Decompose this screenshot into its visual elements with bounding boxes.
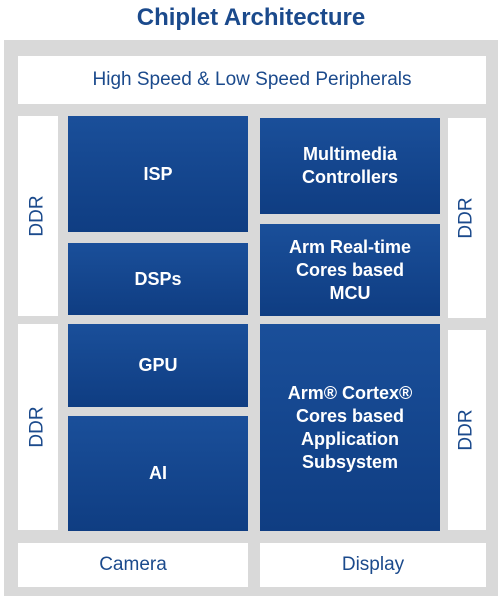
ddr-left-bottom: DDR [18, 324, 58, 530]
application-subsystem-label: Arm® Cortex® Cores based Application Sub… [287, 382, 413, 472]
realtime-mcu-block: Arm Real-time Cores based MCU [260, 224, 440, 316]
isp-label: ISP [143, 163, 173, 184]
application-subsystem-block: Arm® Cortex® Cores based Application Sub… [260, 324, 440, 531]
dsps-label: DSPs [134, 268, 182, 289]
ddr-right-bottom: DDR [448, 330, 486, 530]
ddr-label: DDR [456, 197, 478, 239]
ddr-right-top: DDR [448, 118, 486, 318]
gpu-block: GPU [68, 324, 248, 407]
peripherals-block: High Speed & Low Speed Peripherals [18, 56, 486, 104]
camera-label: Camera [99, 554, 167, 575]
display-label: Display [341, 554, 405, 575]
ddr-left-top: DDR [18, 116, 58, 316]
ai-label: AI [149, 463, 167, 483]
display-block: Display [260, 543, 486, 587]
camera-block: Camera [18, 543, 248, 587]
ddr-label: DDR [456, 409, 478, 451]
peripherals-label: High Speed & Low Speed Peripherals [92, 69, 412, 90]
ddr-label: DDR [27, 406, 49, 448]
diagram-title: Chiplet Architecture [136, 4, 366, 31]
ai-block: AI [68, 416, 248, 531]
multimedia-controllers-block: Multimedia Controllers [260, 118, 440, 214]
gpu-label: GPU [138, 355, 178, 375]
isp-block: ISP [68, 116, 248, 232]
multimedia-controllers-label: Multimedia Controllers [301, 144, 398, 187]
dsps-block: DSPs [68, 243, 248, 315]
realtime-mcu-label: Arm Real-time Cores based MCU [288, 236, 412, 303]
ddr-label: DDR [27, 195, 49, 237]
